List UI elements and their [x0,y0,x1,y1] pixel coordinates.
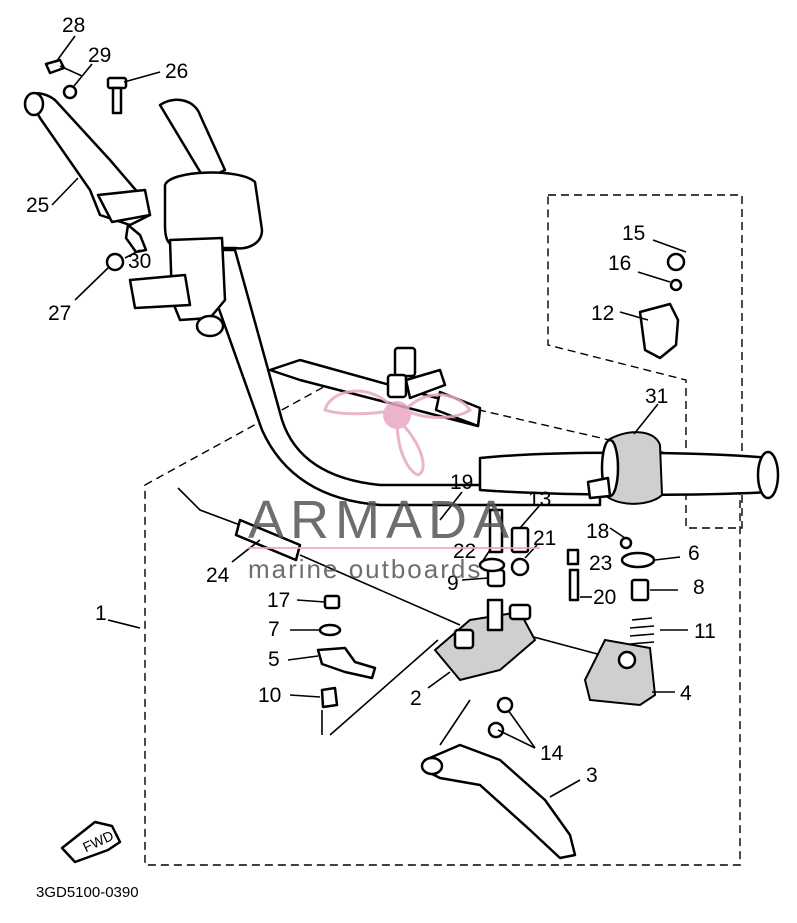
lever-group-dash-box [144,377,741,866]
callout-2: 2 [410,687,422,710]
callout-4: 4 [680,682,692,705]
callout-5: 5 [268,648,280,671]
leader-lines [51,35,688,798]
callout-30: 30 [128,250,151,273]
callout-28: 28 [62,14,85,37]
switch-group-dash-box [547,194,743,529]
callout-10: 10 [258,684,281,707]
callout-22: 22 [453,540,476,563]
callout-29: 29 [88,44,111,67]
callout-16: 16 [608,252,631,275]
callout-8: 8 [693,576,705,599]
small-parts-left [316,508,530,709]
cable-connector [386,346,482,428]
callout-14: 14 [540,742,564,765]
callout-1: 1 [95,602,107,625]
callout-9: 9 [447,572,459,595]
callout-21: 21 [533,527,556,550]
callout-6: 6 [688,542,700,565]
lever-bracket-2 [433,598,537,682]
callout-24: 24 [206,564,230,587]
watermark-tagline: marine outboards [248,554,482,584]
housing-4 [583,638,657,707]
callout-11: 11 [694,620,716,643]
watermark-brand: ARMADA [248,490,515,550]
callout-23: 23 [589,552,612,575]
callout-3: 3 [586,764,598,787]
left-bracket [128,236,227,338]
callout-19: 19 [450,471,473,494]
callout-12: 12 [591,302,614,325]
callout-31: 31 [645,385,668,408]
propeller-logo [323,389,473,477]
callout-labels: 28 29 26 25 30 27 15 16 12 31 19 13 22 2… [26,14,716,787]
callout-17: 17 [267,589,290,612]
fasteners-upper-left [44,58,148,272]
fwd-arrow: FWD [60,820,122,864]
small-parts-right [566,536,656,645]
clamp-12 [638,252,686,360]
drawing-code: 3GD5100-0390 [36,884,139,901]
brake-lever [420,696,577,860]
callout-15: 15 [622,222,645,245]
armada-watermark: ARMADA marine outboards [248,389,540,584]
callout-26: 26 [165,60,188,83]
callout-20: 20 [593,586,616,609]
clutch-lever [23,91,152,227]
callout-7: 7 [268,618,280,641]
callout-13: 13 [528,488,551,511]
callout-25: 25 [26,194,49,217]
callout-27: 27 [48,302,71,325]
right-switch-assembly [586,431,664,505]
callout-18: 18 [586,520,609,543]
